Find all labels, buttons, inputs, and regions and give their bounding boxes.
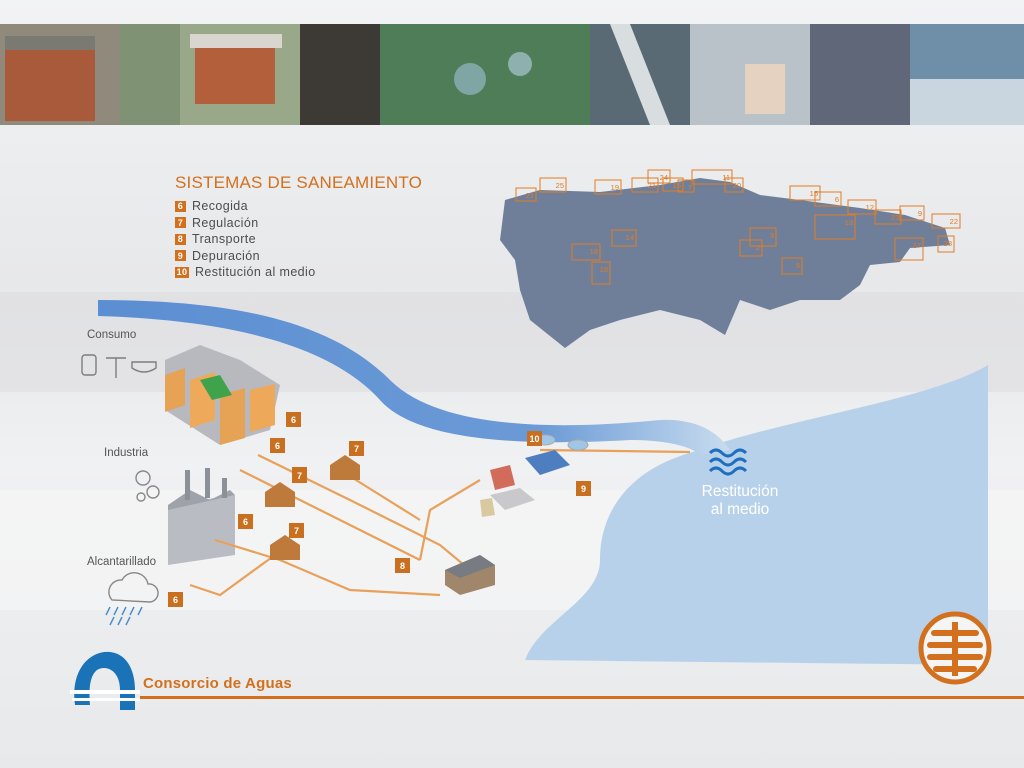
legend-item: 9 Depuración — [175, 248, 316, 265]
map-zone-label: 9 — [918, 209, 922, 218]
alcantarillado-label: Alcantarillado — [87, 556, 157, 568]
legend-item: 7 Regulación — [175, 215, 316, 232]
map-zone-label: 27 — [913, 241, 921, 250]
treatment-plant — [480, 434, 589, 517]
map-zone — [749, 227, 777, 247]
map-zone-label: 3 — [770, 231, 774, 240]
map-zone — [631, 177, 659, 193]
process-badge: 7 — [292, 468, 307, 483]
legend-item: 8 Transporte — [175, 231, 316, 248]
page-title: SISTEMAS DE SANEAMIENTO — [175, 173, 423, 192]
map-zone — [894, 237, 924, 261]
map-zone-label: 21 — [526, 191, 534, 200]
legend-badge: 8 — [175, 233, 186, 245]
legend-label: Recogida — [192, 199, 249, 214]
map-zone-label: 18 — [590, 247, 598, 256]
process-badge: 8 — [395, 558, 410, 573]
map-zone-label: 12 — [866, 203, 874, 212]
city-buildings — [165, 345, 280, 445]
pipes — [189, 448, 691, 597]
map-zone — [814, 214, 856, 240]
map-zone — [662, 177, 684, 192]
region-shape — [500, 178, 950, 348]
process-badge: 6 — [168, 592, 183, 607]
map-zone — [937, 235, 955, 253]
sea-area — [525, 365, 988, 665]
process-badge: 10 — [527, 431, 542, 446]
map-zone-label: 22 — [950, 217, 958, 226]
legend-label: Depuración — [192, 248, 260, 263]
legend: 6 Recogida 7 Regulación 8 Transporte 9 Depuraci… — [175, 198, 316, 281]
river — [98, 300, 730, 455]
map-zone — [739, 239, 763, 257]
map-zone-label: 2 — [756, 243, 760, 252]
map-zone — [571, 243, 601, 261]
map-zone — [814, 191, 842, 207]
legend-item: 10 Restitución al medio — [175, 264, 316, 281]
map-zone-label: 15 — [810, 189, 818, 198]
map-zone-label: 5 — [796, 261, 800, 270]
process-badge: 9 — [576, 481, 591, 496]
process-badge: 6 — [238, 514, 253, 529]
map-zone-label: 6 — [835, 195, 839, 204]
map-zone-label: 20 — [733, 181, 741, 190]
regulation-tanks — [265, 455, 360, 560]
map-zone — [611, 229, 637, 247]
map-zone — [789, 185, 821, 201]
map-zone-label: 28 — [944, 239, 952, 248]
photo-banner — [0, 24, 1024, 125]
legend-label: Regulación — [192, 215, 259, 230]
restitucion-label: Restitución al medio — [660, 483, 820, 519]
brand-name: Consorcio de Aguas — [143, 675, 292, 692]
map-zone — [647, 169, 671, 184]
process-badge: 7 — [289, 523, 304, 538]
map-zone-label: 25 — [556, 181, 564, 190]
wave-icon — [708, 448, 748, 476]
process-badge: 6 — [286, 412, 301, 427]
legend-badge: 9 — [175, 250, 186, 262]
map-zone-label: 16 — [673, 181, 681, 190]
map-zone — [677, 179, 695, 193]
map-zone — [591, 261, 611, 285]
consorcio-logo — [70, 651, 140, 710]
process-badge: 7 — [349, 441, 364, 456]
consumo-label: Consumo — [87, 329, 137, 341]
gear-icon — [135, 470, 160, 502]
map-zone — [691, 169, 733, 185]
legend-label: Restitución al medio — [195, 265, 316, 280]
map-zone-label: 14 — [626, 233, 634, 242]
grate-logo — [918, 611, 992, 685]
restitucion-line2: al medio — [710, 501, 770, 518]
legend-badge: 6 — [175, 200, 186, 212]
legend-label: Transporte — [192, 232, 256, 247]
map-zone — [899, 205, 925, 221]
map-zone — [874, 209, 902, 225]
map-zone — [515, 187, 537, 202]
legend-badge: 10 — [175, 266, 189, 278]
legend-badge: 7 — [175, 217, 186, 229]
map-zone — [594, 179, 622, 195]
map-zone — [724, 177, 744, 193]
restitucion-line1: Restitución — [701, 483, 779, 500]
map-zone — [539, 177, 567, 193]
process-badge: 6 — [270, 438, 285, 453]
factory — [168, 468, 235, 565]
map-zone-label: 13 — [845, 218, 853, 227]
industria-label: Industria — [104, 447, 149, 459]
map-zone — [847, 199, 877, 215]
map-zone — [781, 257, 803, 275]
sanitary-fixtures-icon — [81, 354, 157, 378]
map-zone-label: 19 — [611, 183, 619, 192]
map-zone-label: 7 — [688, 183, 692, 192]
map-zone-label: 18 — [600, 265, 608, 274]
rain-cloud-icon — [105, 572, 159, 626]
pumping-station — [445, 555, 495, 595]
map-zone-label: 23 — [891, 213, 899, 222]
map-zone-label: 21 — [648, 181, 656, 190]
map-zone — [931, 213, 961, 229]
legend-item: 6 Recogida — [175, 198, 316, 215]
